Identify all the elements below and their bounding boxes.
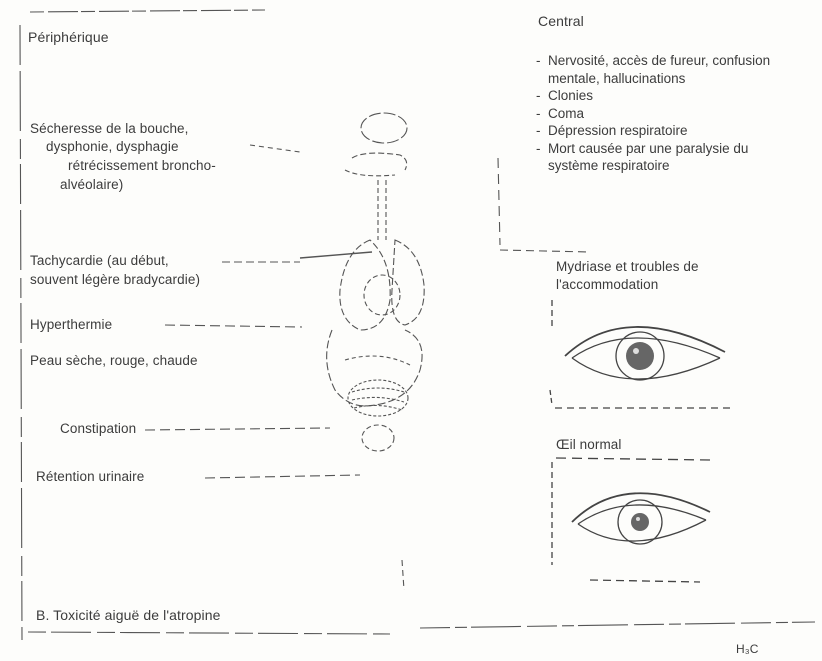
central-item-clonies: Clonies xyxy=(536,87,816,105)
alveolar-label: alvéolaire) xyxy=(60,176,123,194)
dry-mouth-label: Sécheresse de la bouche, xyxy=(30,120,189,138)
central-item-respiratory-depression: Dépression respiratoire xyxy=(536,122,816,140)
urinary-retention-label: Rétention urinaire xyxy=(36,468,144,486)
constipation-label: Constipation xyxy=(60,420,136,438)
dysphonia-label: dysphonie, dysphagie xyxy=(46,138,179,156)
central-title: Central xyxy=(538,12,584,30)
central-item-coma: Coma xyxy=(536,105,816,123)
bradycardia-label: souvent légère bradycardie) xyxy=(30,271,200,289)
central-item-death-paralysis: Mort causée par une paralysie du système… xyxy=(536,140,793,175)
tachycardia-label: Tachycardie (au début, xyxy=(30,252,169,270)
hyperthermia-label: Hyperthermie xyxy=(30,316,112,334)
normal-eye-label: Œil normal xyxy=(556,436,622,454)
bronchial-label: rétrécissement broncho- xyxy=(68,157,216,175)
central-item-nervousness: Nervosité, accès de fureur, confusion me… xyxy=(536,52,788,87)
peripheral-title: Périphérique xyxy=(28,28,109,46)
mydriasis-label: Mydriase et troubles de l'accommodation xyxy=(556,258,756,294)
formula-fragment: H₃C xyxy=(736,640,759,658)
dry-skin-label: Peau sèche, rouge, chaude xyxy=(30,352,198,370)
central-symptom-list: Nervosité, accès de fureur, confusion me… xyxy=(536,52,816,175)
figure-caption: B. Toxicité aiguë de l'atropine xyxy=(36,606,221,624)
